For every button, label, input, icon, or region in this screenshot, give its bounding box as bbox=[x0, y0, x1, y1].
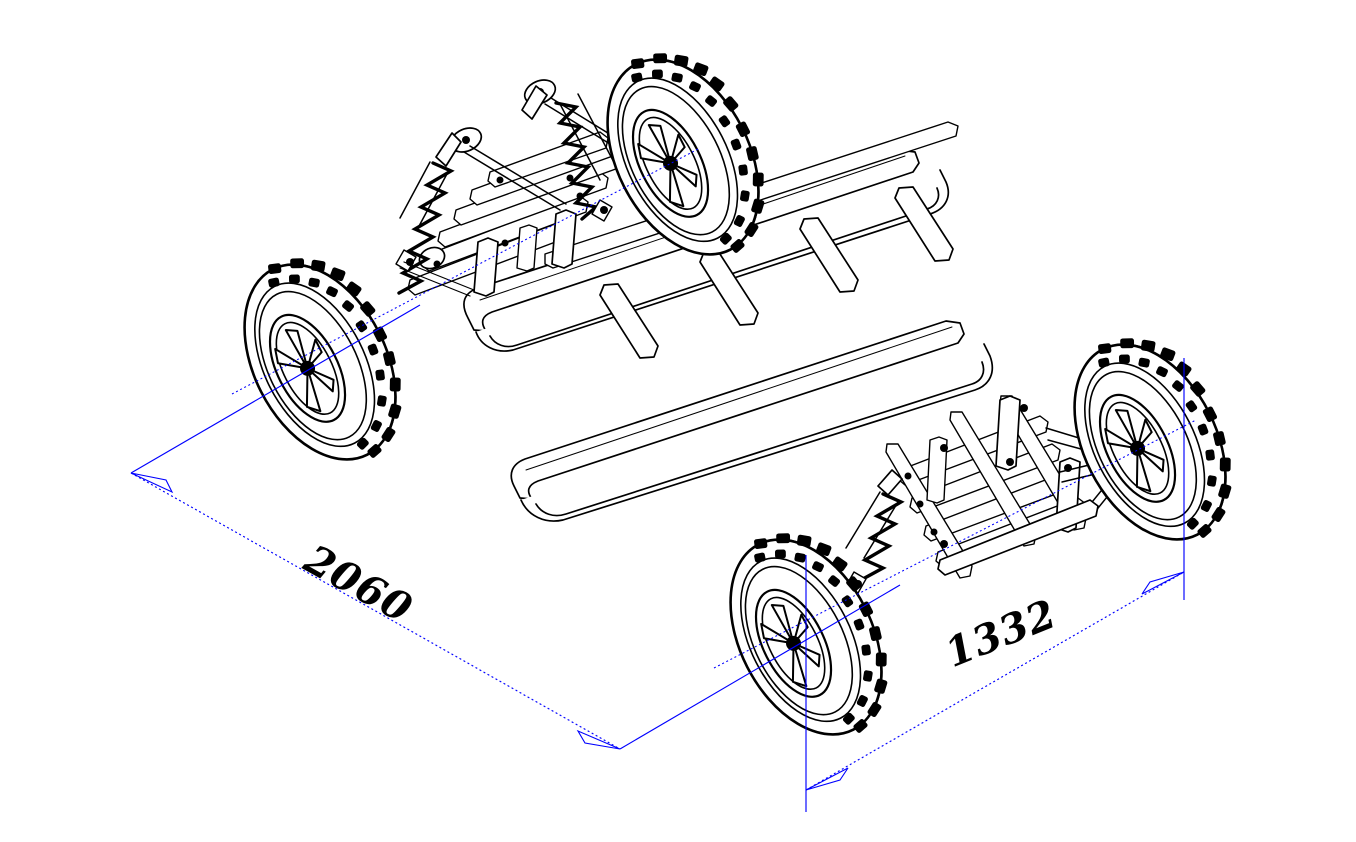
arrowhead-wheelbase-right bbox=[576, 729, 621, 750]
wheel-group bbox=[243, 53, 1232, 736]
shock-front-left bbox=[395, 132, 462, 295]
centerline-rear-axle bbox=[713, 419, 1197, 669]
wheel-front-right bbox=[606, 53, 765, 256]
extension-line-wheelbase-right bbox=[619, 584, 901, 750]
centerline-front-axle bbox=[231, 147, 701, 395]
dimension-wheelbase[interactable]: 2060 bbox=[130, 304, 901, 750]
arrowhead-track-right bbox=[1141, 571, 1185, 595]
wheel-front-left bbox=[243, 258, 402, 461]
arrowhead-track-left bbox=[805, 767, 849, 791]
front-suspension bbox=[395, 79, 649, 297]
dimension-track-width[interactable]: 1332 bbox=[805, 358, 1185, 812]
wheel-rear-right bbox=[1073, 338, 1232, 541]
arrowhead-wheelbase-left bbox=[130, 472, 174, 494]
extension-line-wheelbase-left bbox=[130, 304, 421, 474]
dimension-line-track bbox=[805, 571, 1185, 791]
dimension-value-track-width: 1332 bbox=[939, 590, 1064, 677]
dimension-value-wheelbase: 2060 bbox=[296, 535, 421, 633]
dimension-line-wheelbase bbox=[130, 472, 621, 750]
